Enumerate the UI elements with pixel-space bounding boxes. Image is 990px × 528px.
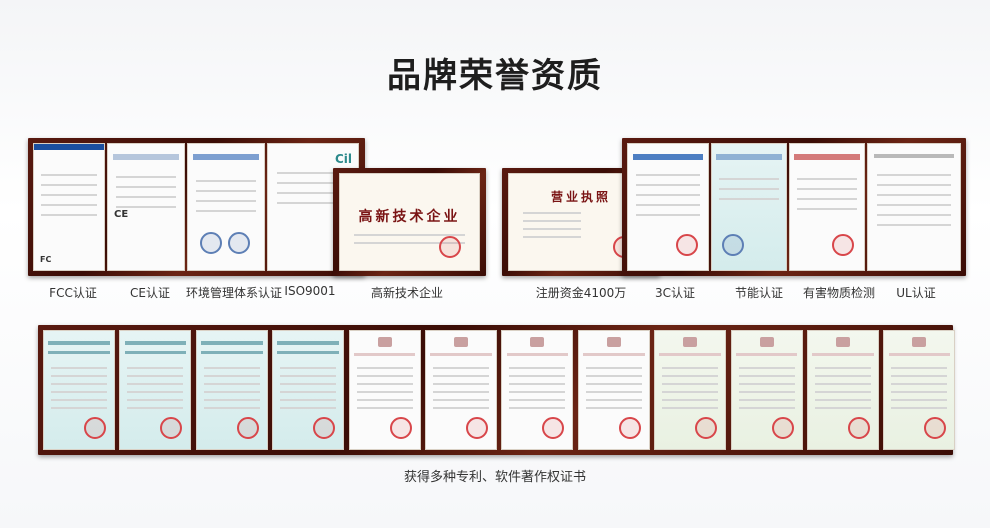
software-copyright-certificate <box>119 330 192 450</box>
utility-patent-certificate <box>807 330 879 450</box>
utility-patent-certificate <box>883 330 956 450</box>
software-copyright-certificate <box>43 330 115 450</box>
energy-certificate <box>711 143 787 271</box>
hightech-certificate: 高新技术企业 <box>339 173 480 271</box>
software-copyright-certificate <box>272 330 345 450</box>
hightech-heading: 高新技术企业 <box>358 209 461 225</box>
utility-patent-certificate <box>730 330 803 450</box>
software-copyright-certificate <box>195 330 268 450</box>
label-energy: 节能认证 <box>734 286 784 300</box>
label-hightech: 高新技术企业 <box>370 286 444 300</box>
design-patent-certificate <box>501 330 574 450</box>
label-ul: UL认证 <box>896 286 936 300</box>
cil-logo: Cil <box>334 152 352 166</box>
label-environment: 环境管理体系认证 <box>185 286 283 300</box>
ul-certificate <box>867 143 961 271</box>
patents-label: 获得多种专利、软件著作权证书 <box>403 470 587 485</box>
label-ce: CE认证 <box>130 286 170 300</box>
ce-certificate: CE <box>107 143 185 271</box>
design-patent-certificate <box>577 330 650 450</box>
fcc-logo: FC <box>40 255 52 264</box>
utility-patent-certificate <box>654 330 727 450</box>
fcc-certificate: FC <box>33 143 105 271</box>
label-iso9001: ISO9001 <box>284 284 336 298</box>
label-3c: 3C认证 <box>654 286 696 300</box>
hazardous-certificate <box>789 143 865 271</box>
environment-certificate <box>187 143 265 271</box>
page-title: 品牌荣誉资质 <box>387 56 603 96</box>
design-patent-certificate <box>348 330 421 450</box>
label-license: 注册资金4100万 <box>535 286 627 300</box>
3c-certificate <box>627 143 709 271</box>
label-hazardous: 有害物质检测 <box>802 286 876 300</box>
ce-logo: CE <box>114 209 129 220</box>
design-patent-certificate <box>425 330 497 450</box>
label-fcc: FCC认证 <box>49 286 97 300</box>
license-heading: 营业执照 <box>550 190 611 204</box>
